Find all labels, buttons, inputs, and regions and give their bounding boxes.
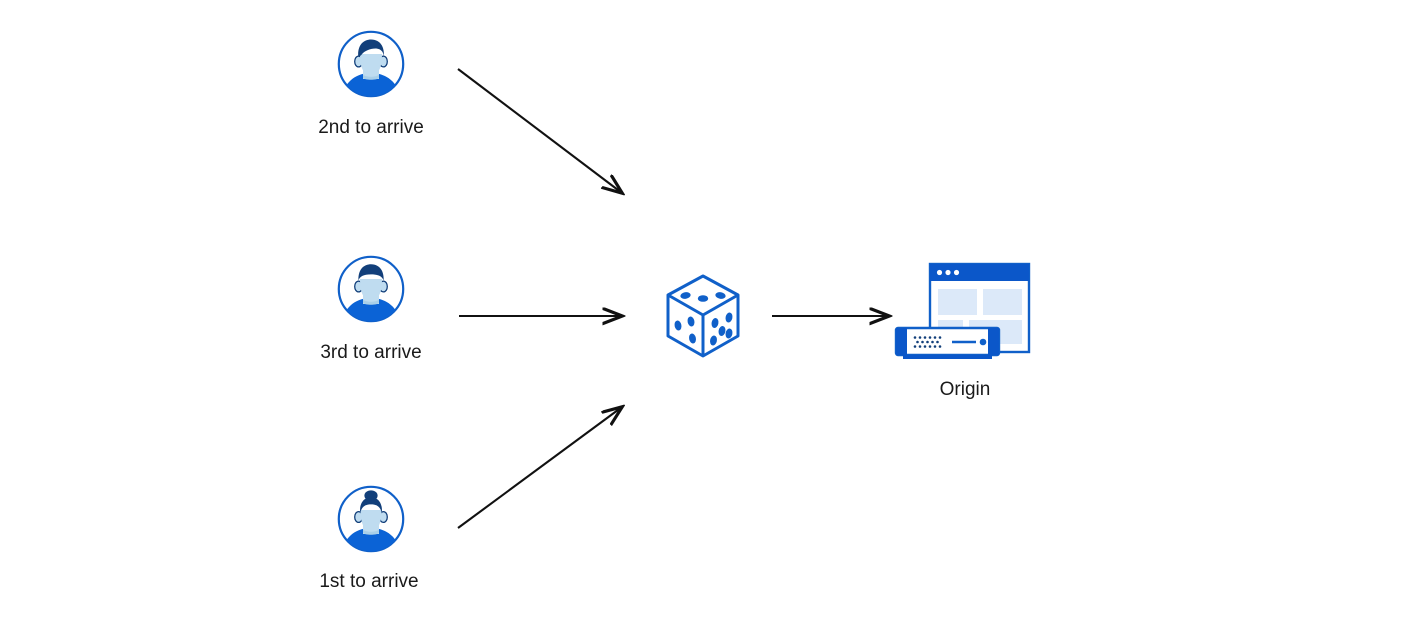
origin-icon-wrap[interactable] bbox=[893, 258, 1033, 366]
user-avatar-icon bbox=[337, 255, 405, 323]
user-avatar-icon bbox=[337, 485, 405, 553]
client-2-avatar[interactable] bbox=[336, 29, 406, 99]
arrow-client1-to-dice bbox=[457, 407, 622, 529]
client-1-label: 1st to arrive bbox=[319, 571, 419, 592]
client-3-label: 3rd to arrive bbox=[320, 342, 422, 363]
client-1-avatar[interactable] bbox=[336, 484, 406, 554]
server-appliance-icon bbox=[894, 326, 1001, 359]
dice-icon bbox=[666, 274, 740, 358]
origin-label: Origin bbox=[939, 379, 991, 400]
client-3-avatar[interactable] bbox=[336, 254, 406, 324]
origin-server-icon bbox=[894, 262, 1031, 359]
user-avatar-icon bbox=[337, 30, 405, 98]
client-2-label: 2nd to arrive bbox=[318, 117, 424, 138]
dice-icon-wrap[interactable] bbox=[660, 272, 746, 360]
arrow-client2-to-dice bbox=[457, 68, 622, 193]
